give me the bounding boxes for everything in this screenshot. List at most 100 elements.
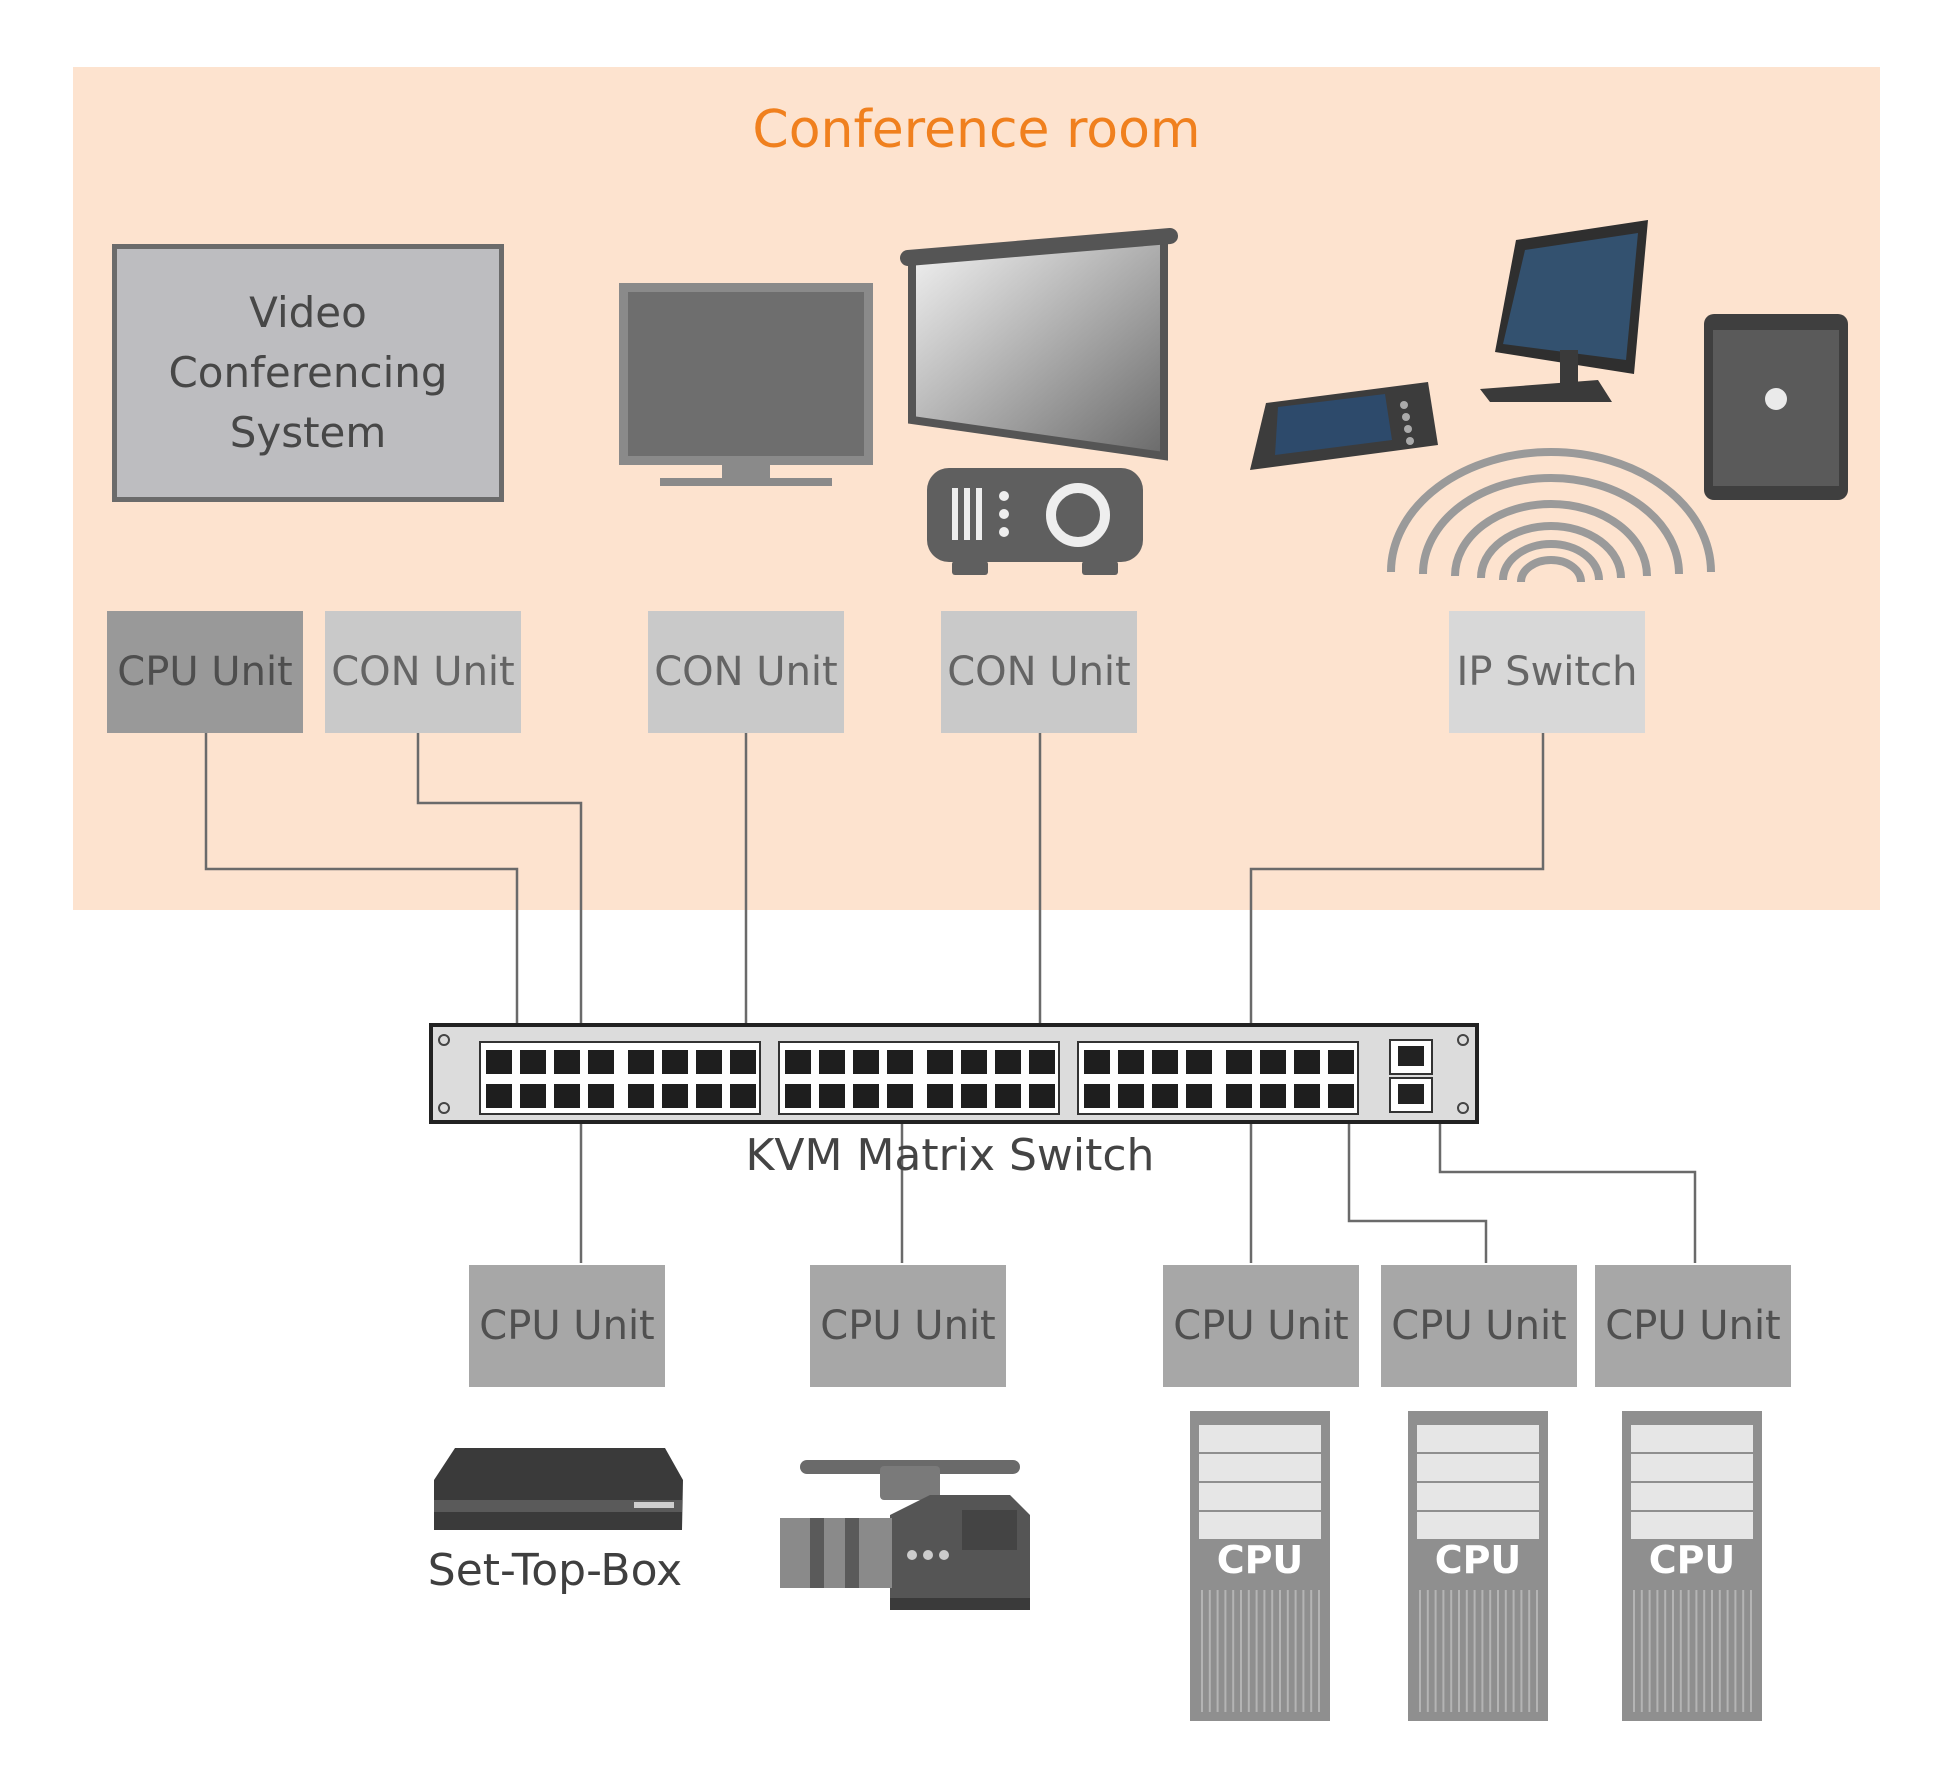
ethernet-port [785, 1084, 811, 1108]
kvm-switch-label: KVM Matrix Switch [745, 1130, 1155, 1181]
drive-bay [1417, 1454, 1539, 1481]
vcs-line-2: Conferencing [168, 348, 448, 397]
ethernet-port [662, 1050, 688, 1074]
ethernet-port [887, 1050, 913, 1074]
ethernet-port [1294, 1084, 1320, 1108]
ethernet-port [853, 1050, 879, 1074]
set-top-box-icon [434, 1448, 683, 1530]
ethernet-port [887, 1084, 913, 1108]
video-conferencing-system: Video Conferencing System [112, 244, 504, 502]
drive-bay [1199, 1483, 1321, 1510]
ethernet-port [1186, 1050, 1212, 1074]
ethernet-port [1260, 1050, 1286, 1074]
ethernet-port [588, 1084, 614, 1108]
ethernet-port [1226, 1084, 1252, 1108]
ethernet-port [554, 1084, 580, 1108]
ethernet-port [554, 1050, 580, 1074]
bottom-cpu-unit-3: CPU Unit [1163, 1265, 1359, 1387]
projector-icon [927, 468, 1143, 575]
top-ip-switch: IP Switch [1449, 611, 1645, 733]
monitor-icon [619, 283, 873, 486]
line-switch-to-bottom-4 [1347, 1122, 1488, 1263]
ethernet-port [628, 1084, 654, 1108]
ethernet-port [1328, 1050, 1354, 1074]
drive-bay [1631, 1512, 1753, 1539]
ethernet-port [730, 1084, 756, 1108]
ethernet-port [1186, 1084, 1212, 1108]
ethernet-port [696, 1050, 722, 1074]
ethernet-port [1029, 1084, 1055, 1108]
cpu-tower-label: CPU [1435, 1538, 1522, 1582]
vcs-line-1: Video [249, 288, 367, 337]
top-con-unit-3: CON Unit [941, 611, 1137, 733]
line-ip-switch-to-switch [1249, 733, 1545, 1025]
line-con-unit-1-to-switch [416, 733, 583, 1025]
bottom-cpu-unit-1: CPU Unit [469, 1265, 665, 1387]
line-cpu-unit-to-switch [204, 733, 519, 1025]
drive-bay [1631, 1483, 1753, 1510]
ethernet-port [520, 1084, 546, 1108]
top-con-unit-2: CON Unit [648, 611, 844, 733]
drive-bay [1417, 1483, 1539, 1510]
ethernet-port [1294, 1050, 1320, 1074]
ethernet-port [961, 1084, 987, 1108]
ethernet-port [1029, 1050, 1055, 1074]
kvm-switch-graphic [429, 1023, 1479, 1124]
cpu-tower-label: CPU [1649, 1538, 1736, 1582]
ethernet-port [1084, 1084, 1110, 1108]
bottom-cpu-unit-5: CPU Unit [1595, 1265, 1791, 1387]
wifi-icon [1387, 448, 1715, 583]
ethernet-port [995, 1050, 1021, 1074]
ethernet-port [520, 1050, 546, 1074]
ethernet-port [1226, 1050, 1252, 1074]
switch-ports [479, 1041, 1359, 1115]
ethernet-port [696, 1084, 722, 1108]
cpu-tower-icon: CPU [1408, 1411, 1548, 1721]
ethernet-port [628, 1050, 654, 1074]
cpu-tower-label: CPU [1217, 1538, 1304, 1582]
drive-bay [1631, 1425, 1753, 1452]
ethernet-port [995, 1084, 1021, 1108]
top-con-unit-1: CON Unit [325, 611, 521, 733]
connection-lines [204, 733, 1697, 1263]
vcs-line-3: System [229, 408, 387, 457]
drive-bay [1199, 1454, 1321, 1481]
ethernet-port [927, 1084, 953, 1108]
cpu-tower-icon: CPU [1622, 1411, 1762, 1721]
ethernet-port [1260, 1084, 1286, 1108]
ethernet-port [1118, 1050, 1144, 1074]
ethernet-port [1118, 1084, 1144, 1108]
ethernet-port [588, 1050, 614, 1074]
drive-bay [1199, 1425, 1321, 1452]
top-cpu-unit: CPU Unit [107, 611, 303, 733]
ethernet-port [819, 1084, 845, 1108]
cpu-towers: CPU CPU CPU [1190, 1411, 1762, 1721]
bottom-cpu-unit-2: CPU Unit [810, 1265, 1006, 1387]
ethernet-port [1084, 1050, 1110, 1074]
camcorder-icon [780, 1460, 1030, 1610]
line-switch-to-bottom-5 [1438, 1122, 1697, 1263]
ethernet-port [1152, 1050, 1178, 1074]
ethernet-port [486, 1050, 512, 1074]
ethernet-port [927, 1050, 953, 1074]
ethernet-port [662, 1084, 688, 1108]
drive-bay [1199, 1512, 1321, 1539]
drive-bay [1417, 1425, 1539, 1452]
ethernet-port [785, 1050, 811, 1074]
drive-bay [1631, 1454, 1753, 1481]
ethernet-port [1152, 1084, 1178, 1108]
ethernet-port [853, 1084, 879, 1108]
bottom-cpu-unit-4: CPU Unit [1381, 1265, 1577, 1387]
ethernet-port [730, 1050, 756, 1074]
ethernet-port [819, 1050, 845, 1074]
control-panel-icon [1250, 382, 1438, 470]
touch-panel-icon [1480, 220, 1648, 402]
drive-bay [1417, 1512, 1539, 1539]
ethernet-port [486, 1084, 512, 1108]
projection-screen-icon [900, 228, 1178, 461]
cpu-tower-icon: CPU [1190, 1411, 1330, 1721]
ethernet-port [961, 1050, 987, 1074]
ethernet-port [1328, 1084, 1354, 1108]
set-top-box-label: Set-Top-Box [427, 1545, 683, 1596]
